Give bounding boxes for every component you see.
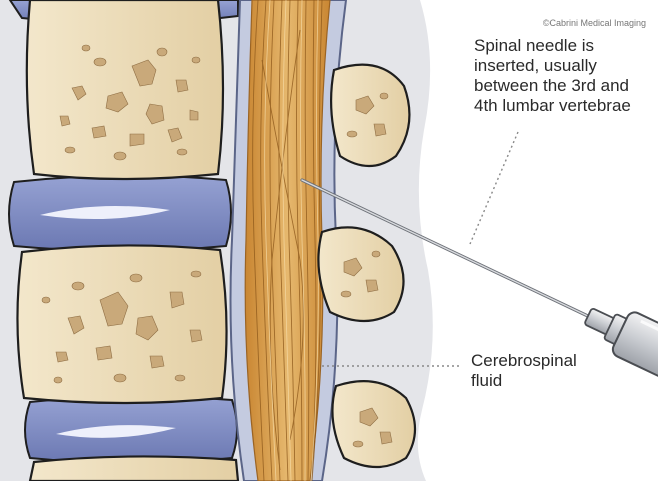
needle-label-line: 4th lumbar vertebrae xyxy=(474,96,631,116)
cerebrospinal-fluid-label: Cerebrospinal fluid xyxy=(471,351,577,391)
needle-label-line: between the 3rd and xyxy=(474,76,631,96)
vertebra-bottom xyxy=(30,456,238,481)
copyright-notice: ©Cabrini Medical Imaging xyxy=(543,18,646,28)
needle-callout-line xyxy=(470,132,518,244)
spinous-process-1 xyxy=(331,65,409,166)
syringe-hub xyxy=(578,294,658,383)
spinous-process-3 xyxy=(332,381,415,467)
spinous-processes xyxy=(318,65,415,467)
needle-label-line: Spinal needle is xyxy=(474,36,631,56)
vertebra-top xyxy=(27,0,223,179)
csf-label-line: fluid xyxy=(471,371,577,391)
needle-label-line: inserted, usually xyxy=(474,56,631,76)
csf-label-line: Cerebrospinal xyxy=(471,351,577,371)
needle-label: Spinal needle is inserted, usually betwe… xyxy=(474,36,631,116)
